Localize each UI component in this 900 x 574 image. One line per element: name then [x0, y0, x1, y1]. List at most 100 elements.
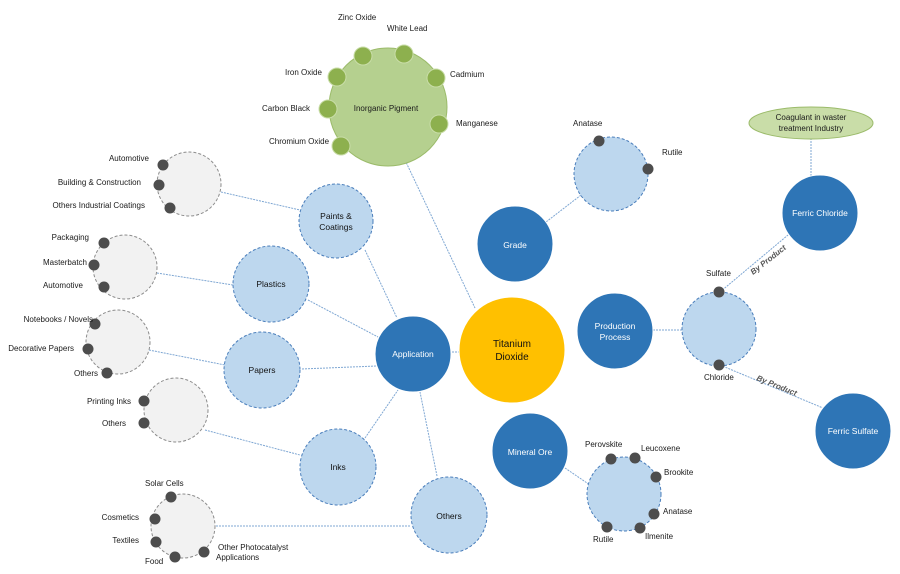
mineral-item-rutile: Rutile: [593, 535, 614, 544]
inorganic-pigment-node: Inorganic Pigment Zinc Oxide White Lead …: [262, 13, 498, 167]
dot-zinc-oxide: [353, 46, 373, 66]
plastics-node: [232, 245, 310, 323]
plastics-item-0: Packaging: [52, 233, 89, 242]
connector-app-papers: [301, 365, 377, 370]
connector-plastics-group: [156, 272, 234, 286]
coagulant-node: Coagulant in waster treatment Industry: [748, 106, 874, 140]
papers-node: [223, 331, 301, 409]
plastics-item-2: Automotive: [43, 281, 84, 290]
papers-leaf-group: [85, 309, 151, 375]
core-label-line2: Dioxide: [495, 352, 529, 363]
connector-app-others: [419, 391, 438, 477]
others-item-cosmetics: Cosmetics: [102, 513, 139, 522]
dot-manganese: [429, 114, 449, 134]
dot-grade-anatase: [593, 135, 605, 147]
others-item-photocatalyst: Other Photocatalyst: [218, 543, 289, 552]
mineral-item-perovskite: Perovskite: [585, 440, 623, 449]
mineral-item-brookite: Brookite: [664, 468, 694, 477]
leaf-dots: [82, 159, 210, 563]
mineral-ore-label: Mineral Ore: [508, 447, 553, 457]
others-item-textiles: Textiles: [112, 536, 139, 545]
ferric-chloride-node: Ferric Chloride: [781, 174, 859, 252]
plastics-label: Plastics: [256, 279, 285, 289]
inorganic-pigment-label: Inorganic Pigment: [354, 104, 419, 113]
application-label: Application: [392, 349, 434, 359]
production-process-node: Production Process: [576, 292, 654, 370]
pigment-item-manganese: Manganese: [456, 119, 498, 128]
process-sub-node: Sulfate Chloride: [681, 269, 757, 382]
papers-item-0: Notebooks / Novels: [24, 315, 93, 324]
connector-app-inks: [364, 389, 399, 439]
inks-node: [299, 428, 377, 506]
coagulant-line2: treatment Industry: [779, 124, 843, 133]
connector-app-paints: [364, 249, 398, 319]
mineral-item-ilmenite: Ilmenite: [645, 532, 674, 541]
connector-inks-group: [204, 429, 301, 456]
others-item-applications: Applications: [216, 553, 259, 562]
papers-item-2: Others: [74, 369, 98, 378]
paints-label-line1: Paints &: [320, 211, 352, 221]
production-line1: Production: [595, 321, 636, 331]
pigment-item-cadmium: Cadmium: [450, 70, 485, 79]
dot-perovskite: [605, 453, 617, 465]
dot-chromium-oxide: [331, 136, 351, 156]
leaf-groups: [85, 151, 222, 559]
others-item-solar: Solar Cells: [145, 479, 184, 488]
grade-item-rutile: Rutile: [662, 148, 683, 157]
byproduct-label-2: By Product: [755, 374, 798, 398]
others-item-food: Food: [145, 557, 163, 566]
core-label-line1: Titanium: [493, 339, 531, 350]
grade-label: Grade: [503, 240, 527, 250]
ferric-sulfate-label: Ferric Sulfate: [828, 426, 879, 436]
grade-sub-node: Anatase Rutile: [573, 119, 683, 212]
connector-papers-group: [148, 349, 226, 366]
pigment-item-chromium-oxide: Chromium Oxide: [269, 137, 330, 146]
inks-leaf-group: [143, 377, 209, 443]
mineral-item-leucoxene: Leucoxene: [641, 444, 681, 453]
process-item-chloride: Chloride: [704, 373, 734, 382]
connector-app-plastics: [307, 299, 379, 338]
others-node: [410, 476, 488, 554]
dot-brookite: [650, 471, 662, 483]
dot-chloride: [713, 359, 725, 371]
production-line2: Process: [600, 332, 631, 342]
pigment-item-white-lead: White Lead: [387, 24, 427, 33]
mineral-item-anatase: Anatase: [663, 507, 693, 516]
ferric-sulfate-node: Ferric Sulfate: [814, 392, 892, 470]
connector-sulfate-ferricchloride: [719, 234, 789, 293]
dot-carbon-black: [318, 99, 338, 119]
inks-label: Inks: [330, 462, 346, 472]
paints-item-1: Building & Construction: [58, 178, 141, 187]
coagulant-line1: Coagulant in waster: [776, 113, 847, 122]
pigment-item-iron-oxide: Iron Oxide: [285, 68, 322, 77]
connector-mineral-sub: [564, 467, 591, 486]
dot-iron-oxide: [327, 67, 347, 87]
connector-paints-group: [220, 191, 301, 211]
inks-item-0: Printing Inks: [87, 397, 131, 406]
papers-label: Papers: [249, 365, 276, 375]
dot-cadmium: [426, 68, 446, 88]
papers-item-1: Decorative Papers: [8, 344, 74, 353]
paints-coatings-node: [298, 183, 374, 259]
byproduct-label-1: By Product: [749, 243, 788, 277]
dot-grade-rutile: [642, 163, 654, 175]
pigment-item-carbon-black: Carbon Black: [262, 104, 311, 113]
others-label: Others: [436, 511, 462, 521]
dot-sulfate: [713, 286, 725, 298]
grade-node: Grade: [476, 205, 554, 283]
paints-item-2: Others Industrial Coatings: [53, 201, 146, 210]
dot-anatase: [648, 508, 660, 520]
grade-item-anatase: Anatase: [573, 119, 603, 128]
pigment-dots: [318, 44, 449, 156]
core-node: Titanium Dioxide: [458, 296, 566, 404]
paints-item-0: Automotive: [109, 154, 150, 163]
process-item-sulfate: Sulfate: [706, 269, 731, 278]
dot-rutile: [601, 521, 613, 533]
application-subnodes: [223, 183, 488, 554]
pigment-item-zinc-oxide: Zinc Oxide: [338, 13, 377, 22]
application-node: Application: [374, 315, 452, 393]
others-leaf-group: [150, 493, 216, 559]
inks-item-1: Others: [102, 419, 126, 428]
dot-white-lead: [394, 44, 414, 64]
